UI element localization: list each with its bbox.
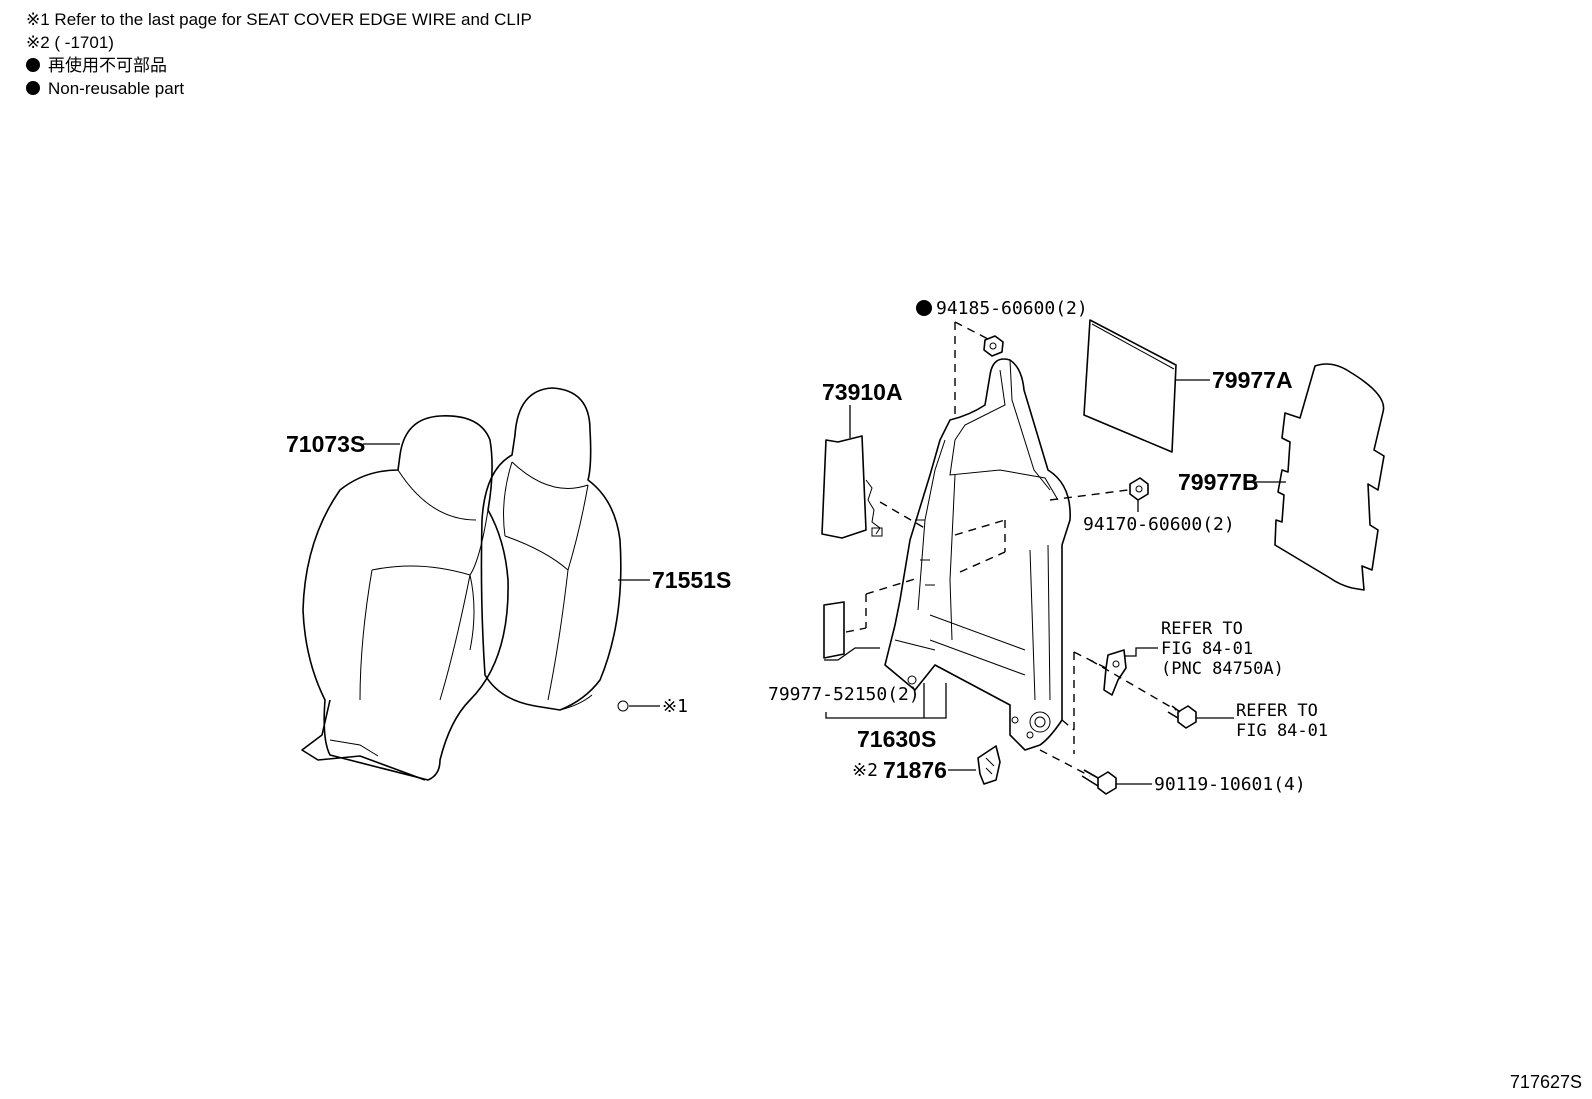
refer-pnc: (PNC 84750A) <box>1161 659 1284 679</box>
bolt-icon[interactable] <box>1167 705 1197 729</box>
leader-bracket <box>825 683 947 719</box>
dash-leader <box>1049 489 1129 501</box>
seat-back-pad-71551S[interactable] <box>480 387 622 711</box>
clip-icon <box>617 700 629 712</box>
seat-back-cover-71073S[interactable] <box>301 415 509 781</box>
non-reusable-dot-icon <box>26 81 40 95</box>
dash-leader <box>1039 749 1091 777</box>
pad-79977A[interactable] <box>1083 319 1177 453</box>
pad-79977-52150[interactable] <box>823 601 845 659</box>
bolt-90119-10601-icon[interactable] <box>1081 769 1117 795</box>
legend-en: Non-reusable part <box>26 77 532 100</box>
label-90119-10601[interactable]: 90119-10601(4) <box>1154 774 1306 795</box>
dash-leader <box>954 519 1006 536</box>
non-reusable-dot-icon <box>916 300 932 316</box>
dash-leader <box>954 321 991 341</box>
label-79977-52150[interactable]: 79977-52150(2) <box>768 684 920 705</box>
note-1: ※1 Refer to the last page for SEAT COVER… <box>26 10 532 29</box>
label-79977A[interactable]: 79977A <box>1212 367 1293 393</box>
pad-79977B[interactable] <box>1274 363 1385 591</box>
label-ref1: ※1 <box>662 696 688 717</box>
refer-text: REFER TO <box>1161 619 1243 639</box>
seat-back-frame-71630S[interactable] <box>884 358 1071 751</box>
dash-leader <box>1073 651 1107 669</box>
refer-fig-2[interactable]: FIG 84-01 <box>1236 721 1328 741</box>
dash-leader <box>1061 719 1075 731</box>
label-ref2: ※2 <box>852 760 878 781</box>
label-94170-60600[interactable]: 94170-60600(2) <box>1083 514 1235 535</box>
dash-leader <box>845 627 867 633</box>
label-71073S[interactable]: 71073S <box>286 431 365 457</box>
notes-block: ※1 Refer to the last page for SEAT COVER… <box>26 8 532 100</box>
leader-line <box>1124 647 1158 657</box>
refer-text-2: REFER TO <box>1236 701 1318 721</box>
figure-id: 717627S <box>1509 1072 1582 1092</box>
label-94185-60600[interactable]: 94185-60600(2) <box>936 298 1088 319</box>
label-71630S[interactable]: 71630S <box>857 726 936 752</box>
dash-leader <box>959 551 1006 573</box>
label-71551S[interactable]: 71551S <box>652 567 731 593</box>
dash-leader <box>1089 659 1177 711</box>
label-73910A[interactable]: 73910A <box>822 379 903 405</box>
refer-fig[interactable]: FIG 84-01 <box>1161 639 1253 659</box>
non-reusable-dot-icon <box>26 58 40 72</box>
dash-leader <box>865 577 919 595</box>
airbag-module-73910A[interactable] <box>821 435 883 539</box>
recliner-bracket[interactable] <box>1103 649 1127 696</box>
leader-line <box>824 647 880 661</box>
nut-94185-60600-icon[interactable] <box>983 335 1004 357</box>
label-71876[interactable]: 71876 <box>883 757 947 783</box>
label-79977B[interactable]: 79977B <box>1178 469 1259 495</box>
dash-leader <box>879 501 929 531</box>
legend-jp: 再使用不可部品 <box>26 54 532 77</box>
note-2: ※2 ( -1701) <box>26 33 114 52</box>
cover-71876[interactable] <box>977 745 1001 785</box>
clip-94170-60600-icon[interactable] <box>1129 477 1149 501</box>
